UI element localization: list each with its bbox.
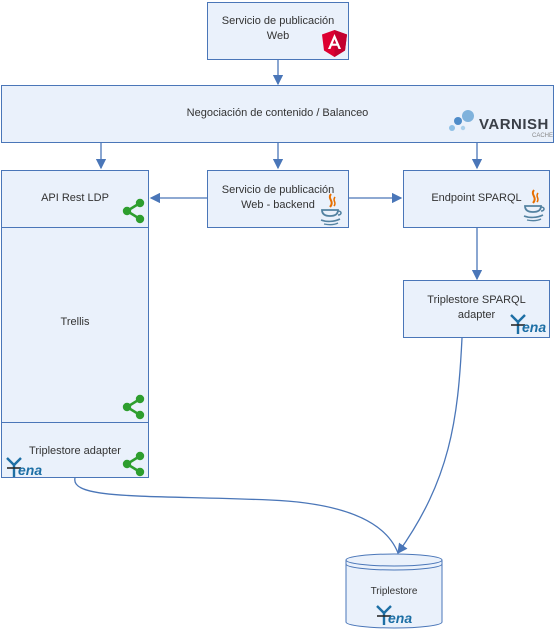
java-icon	[320, 193, 342, 226]
web-service-label-2: Web	[266, 30, 290, 42]
triplestore-sparql-label-2: adapter	[457, 309, 496, 321]
varnish-icon: VARNISH CACHE	[446, 108, 554, 142]
share-icon	[122, 198, 145, 224]
arrow-sparql-adapter-to-triplestore	[397, 337, 463, 555]
triplestore-sparql-box	[403, 280, 550, 338]
endpoint-box	[403, 170, 550, 228]
java-icon	[523, 189, 545, 222]
negotiation-label: Negociación de contenido / Balanceo	[186, 107, 369, 119]
api-rest-box	[1, 170, 149, 228]
web-service-label-1: Servicio de publicación	[221, 15, 335, 27]
api-rest-label: API Rest LDP	[41, 192, 109, 204]
share-icon	[122, 451, 145, 477]
varnish-sub: CACHE	[531, 133, 553, 139]
endpoint-label: Endpoint SPARQL	[431, 192, 522, 204]
jena-icon: ena	[508, 313, 552, 337]
varnish-word: VARNISH	[479, 116, 549, 133]
negotiation-box	[1, 85, 554, 143]
share-icon	[122, 394, 145, 420]
arrow-adapter-to-triplestore	[74, 477, 399, 554]
triplestore-adapter-box	[1, 422, 149, 478]
jena-icon: ena	[374, 604, 418, 628]
triplestore-cylinder	[345, 553, 443, 629]
backend-label-1: Servicio de publicación	[221, 184, 335, 196]
triplestore-adapter-label: Triplestore adapter	[29, 445, 121, 457]
jena-icon: ena	[4, 456, 48, 480]
angular-icon	[322, 30, 347, 57]
trellis-label: Trellis	[60, 316, 90, 328]
backend-label-2: Web - backend	[241, 199, 315, 211]
triplestore-label: Triplestore	[370, 586, 418, 597]
backend-box	[207, 170, 349, 228]
triplestore-sparql-label-1: Triplestore SPARQL	[427, 294, 526, 306]
trellis-box	[1, 227, 149, 423]
